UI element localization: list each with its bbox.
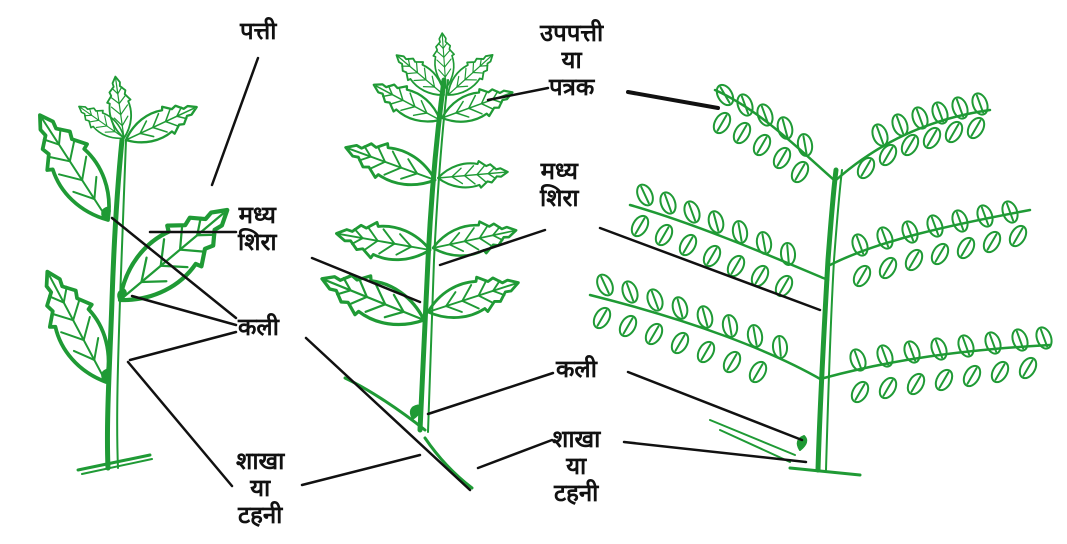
leader-kali-right-b bbox=[628, 372, 802, 440]
leader-kali-left-c bbox=[130, 332, 236, 360]
label-shakha-left-line3: टहनी bbox=[236, 502, 284, 529]
label-kali-right: कली bbox=[556, 356, 597, 383]
label-madhya-left-line2: शिरा bbox=[238, 229, 277, 256]
label-upapatti-line2: या bbox=[540, 47, 603, 74]
label-patti-text: पत्ती bbox=[240, 18, 276, 45]
leader-shakha-right-b bbox=[624, 442, 806, 462]
label-upapatti: उपपत्ती या पत्रक bbox=[540, 20, 603, 101]
leader-kali-left-d bbox=[306, 338, 470, 490]
label-kali-left-text: कली bbox=[238, 314, 279, 341]
label-upapatti-line3: पत्रक bbox=[540, 74, 603, 101]
leader-kali-left-b bbox=[132, 296, 236, 325]
leader-shakha-left-a bbox=[128, 362, 232, 486]
leader-patti bbox=[212, 58, 258, 185]
label-shakha-left: शाखा या टहनी bbox=[236, 448, 284, 529]
plant-one bbox=[20, 75, 244, 474]
leader-upapatti-right bbox=[628, 92, 718, 108]
plant-three bbox=[590, 82, 1054, 475]
label-shakha-right-line1: शाखा bbox=[552, 426, 600, 453]
label-madhya-shira-left: मध्य शिरा bbox=[238, 202, 277, 256]
label-kali-right-text: कली bbox=[556, 356, 597, 383]
leader-kali-right-a bbox=[428, 373, 553, 414]
label-upapatti-line1: उपपत्ती bbox=[540, 20, 603, 47]
label-madhya-right-line1: मध्य bbox=[540, 158, 579, 185]
label-patti: पत्ती bbox=[240, 18, 276, 45]
leader-upapatti-left bbox=[488, 88, 548, 100]
label-madhya-shira-right: मध्य शिरा bbox=[540, 158, 579, 212]
label-shakha-right: शाखा या टहनी bbox=[552, 426, 600, 507]
label-shakha-right-line3: टहनी bbox=[552, 480, 600, 507]
label-madhya-right-line2: शिरा bbox=[540, 185, 579, 212]
label-shakha-left-line2: या bbox=[236, 475, 284, 502]
label-shakha-right-line2: या bbox=[552, 453, 600, 480]
plant-two bbox=[314, 32, 524, 488]
leader-shakha-left-b bbox=[302, 455, 420, 485]
label-kali-left: कली bbox=[238, 314, 279, 341]
label-shakha-left-line1: शाखा bbox=[236, 448, 284, 475]
label-madhya-left-line1: मध्य bbox=[238, 202, 277, 229]
leader-shakha-right-a bbox=[478, 440, 552, 468]
